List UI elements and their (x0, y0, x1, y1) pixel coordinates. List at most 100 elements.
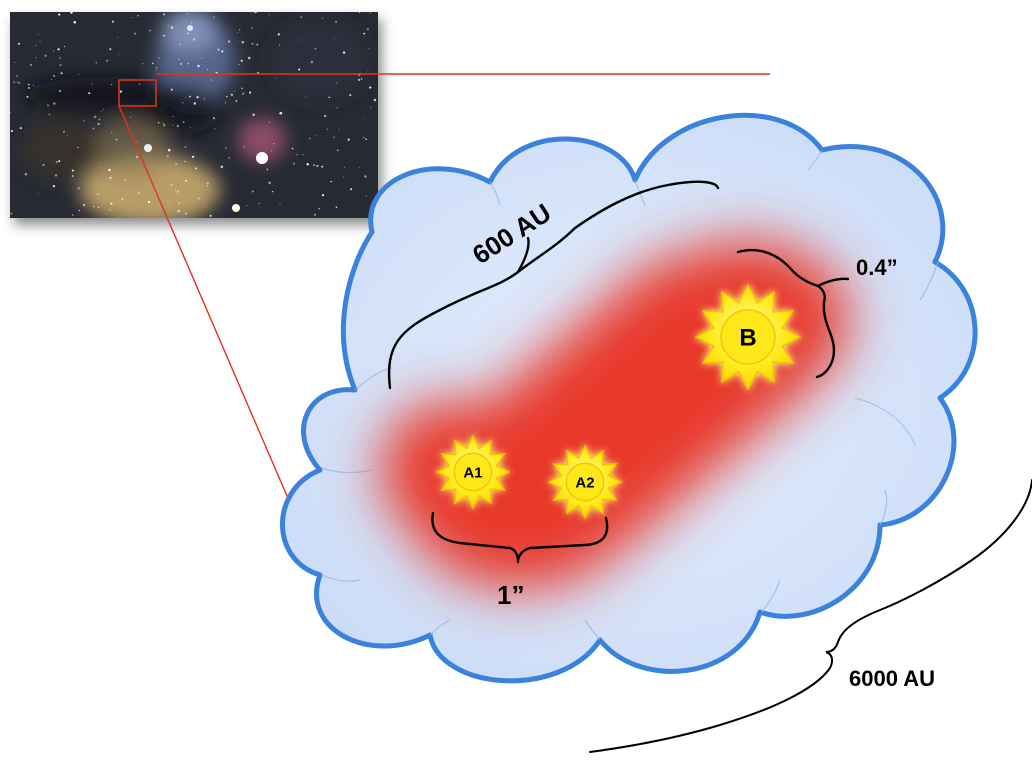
field-star (119, 90, 123, 93)
field-star (366, 27, 370, 31)
field-star (71, 169, 74, 172)
field-star (243, 146, 245, 148)
field-star (124, 179, 126, 182)
field-star (58, 13, 61, 16)
field-star (78, 74, 80, 76)
field-star (96, 193, 99, 195)
field-star (369, 86, 372, 89)
field-star (136, 141, 138, 143)
star-core (565, 462, 605, 502)
field-star (228, 40, 231, 43)
field-star (35, 57, 37, 59)
field-star (250, 13, 252, 15)
star-a1: A1 (435, 434, 511, 510)
field-star (167, 201, 169, 203)
field-star (212, 117, 215, 120)
field-star (59, 64, 62, 67)
field-star (365, 138, 368, 141)
field-star (185, 96, 187, 98)
field-star (203, 98, 205, 100)
field-star (46, 104, 50, 107)
field-star (365, 195, 367, 197)
field-star (214, 128, 216, 130)
field-star (18, 81, 21, 84)
field-star (333, 136, 335, 138)
field-star (107, 208, 109, 210)
field-star (206, 185, 209, 187)
field-star (178, 202, 181, 205)
field-star (363, 136, 365, 139)
field-star (238, 63, 240, 66)
field-star (191, 22, 193, 24)
field-star (255, 12, 257, 14)
bracket-angular-ab (736, 248, 836, 379)
field-star (230, 93, 233, 96)
field-star (193, 102, 196, 105)
field-star (291, 147, 294, 150)
field-star (170, 88, 173, 91)
star-a2: A2 (547, 444, 623, 520)
field-star (308, 137, 311, 140)
field-star (302, 154, 304, 156)
field-star (279, 203, 281, 205)
star-core (720, 309, 776, 365)
field-star (71, 175, 74, 177)
field-star (44, 54, 47, 57)
field-star (184, 160, 186, 163)
field-star (237, 40, 239, 42)
field-star (59, 57, 61, 59)
field-star (177, 210, 180, 213)
field-star (28, 83, 30, 86)
label-angular-ab: 0.4” (856, 255, 898, 280)
field-star (201, 57, 203, 59)
field-star (213, 16, 215, 18)
field-star (13, 81, 16, 84)
field-star (172, 124, 174, 126)
field-star (193, 38, 196, 41)
field-star (186, 13, 188, 15)
field-star (268, 181, 271, 185)
field-star (296, 154, 298, 156)
field-star (63, 45, 66, 48)
field-star (184, 179, 187, 182)
field-star (251, 26, 253, 29)
field-star (268, 122, 270, 123)
field-star (256, 43, 259, 46)
field-star (228, 156, 231, 159)
field-star (152, 62, 154, 65)
field-star (266, 168, 269, 171)
field-star (52, 184, 56, 188)
field-star (109, 176, 112, 180)
field-star (349, 93, 352, 97)
field-star (162, 122, 165, 125)
field-star (158, 57, 160, 59)
field-star (184, 146, 187, 149)
field-star (111, 20, 114, 23)
field-star (316, 164, 319, 167)
bright-star (256, 152, 268, 164)
field-star (110, 202, 113, 205)
field-star (258, 202, 260, 204)
field-star (342, 51, 346, 54)
field-star (10, 129, 13, 133)
field-star (197, 64, 200, 68)
field-star (42, 163, 45, 167)
field-star (170, 26, 174, 29)
field-star (106, 59, 109, 62)
field-star (242, 92, 245, 95)
field-star (368, 48, 370, 50)
field-star (271, 150, 272, 152)
field-star (206, 181, 209, 185)
field-star (184, 212, 188, 215)
field-star (181, 102, 184, 104)
field-star (326, 128, 328, 130)
field-star (336, 107, 339, 109)
field-star (237, 32, 239, 33)
field-star (163, 13, 165, 16)
field-star (235, 100, 238, 102)
field-star (187, 62, 190, 65)
field-star (10, 111, 11, 114)
field-star (206, 68, 209, 71)
field-star (77, 187, 80, 190)
field-star (313, 213, 317, 216)
